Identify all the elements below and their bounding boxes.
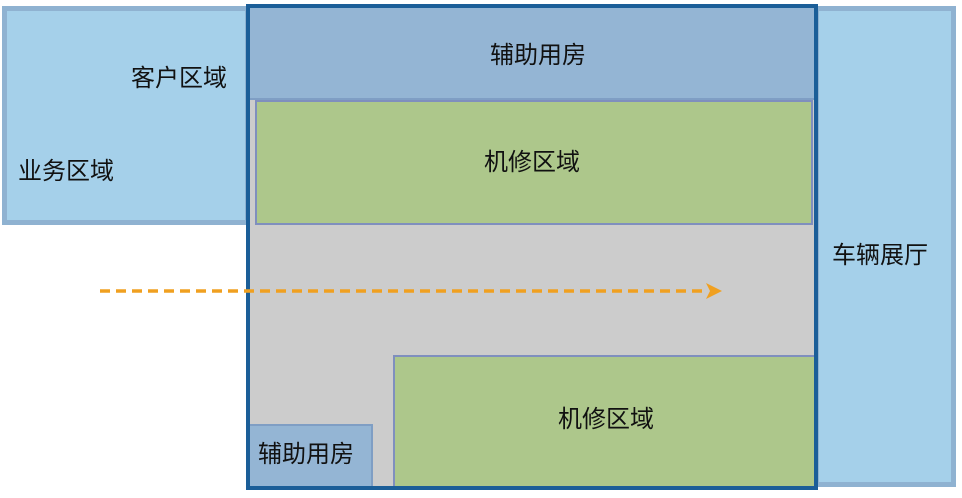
showroom-label: 车辆展厅 — [832, 241, 928, 269]
business-area-label: 业务区域 — [18, 157, 114, 185]
customer-area-label: 客户区域 — [131, 64, 227, 92]
auxiliary-room-bottom — [250, 424, 373, 486]
repair-area-bottom-label: 机修区域 — [558, 405, 654, 433]
auxiliary-room-bottom-label: 辅助用房 — [258, 440, 354, 468]
auxiliary-room-top — [250, 8, 814, 100]
auxiliary-room-top-label: 辅助用房 — [490, 41, 586, 69]
repair-area-top — [255, 100, 813, 225]
flow-arrow-icon — [100, 283, 722, 299]
business-area — [2, 6, 250, 225]
repair-area-bottom — [393, 355, 814, 486]
repair-area-top-label: 机修区域 — [484, 148, 580, 176]
